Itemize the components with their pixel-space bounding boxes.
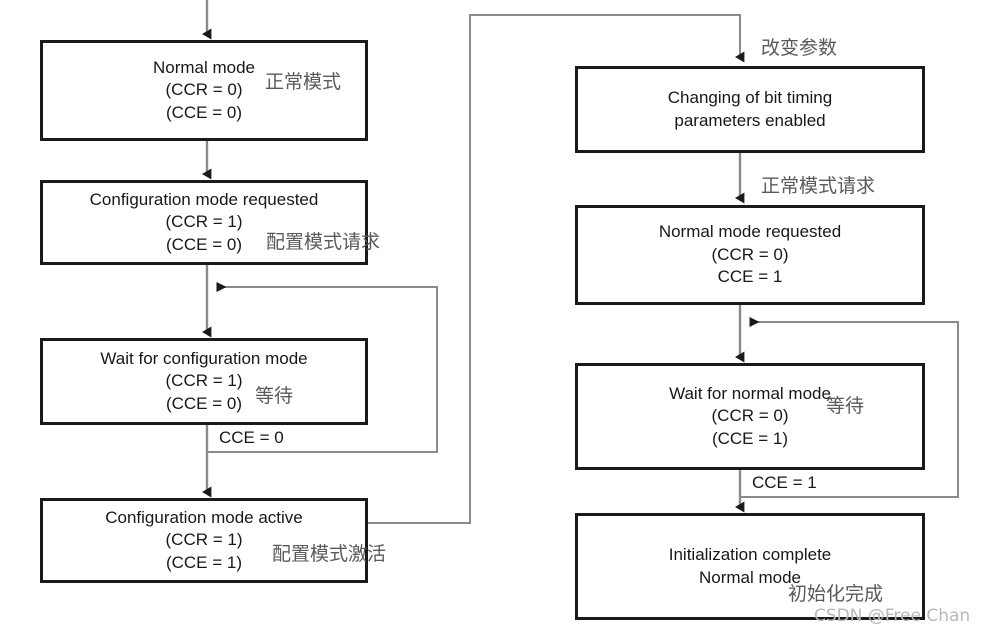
node-line: Wait for configuration mode [100,348,308,368]
edge-label-right-cce1: CCE = 1 [749,473,820,492]
annotation-changing-bit-timing: 改变参数 [761,37,838,59]
annotation-wait-for-normal-mode: 等待 [826,395,865,417]
node-line: (CCR = 1) [165,530,243,550]
node-line: (CCE = 1) [165,552,243,572]
annotation-config-mode-requested: 配置模式请求 [266,231,381,253]
node-line: (CCR = 0) [711,406,789,426]
node-line: Normal mode [698,567,802,587]
annotation-normal-mode-requested: 正常模式请求 [761,175,876,197]
node-config-mode-active[interactable]: Configuration mode active (CCR = 1) (CCE… [40,498,368,583]
node-line: Wait for normal mode [669,383,831,403]
node-initialization-complete[interactable]: Initialization complete Normal mode [575,513,925,620]
node-line: Normal mode requested [658,222,842,242]
node-line: (CCR = 1) [165,371,243,391]
node-line: (CCR = 0) [165,80,243,100]
node-normal-mode-requested[interactable]: Normal mode requested (CCR = 0) CCE = 1 [575,205,925,305]
watermark-text: CSDN @Free Chan [814,606,971,626]
annotation-wait-for-config-mode: 等待 [255,385,294,407]
node-config-mode-requested[interactable]: Configuration mode requested (CCR = 1) (… [40,180,368,265]
annotation-initialization-complete: 初始化完成 [788,583,884,605]
node-wait-for-config-mode[interactable]: Wait for configuration mode (CCR = 1) (C… [40,338,368,425]
node-line: (CCE = 0) [165,393,243,413]
annotation-normal-mode: 正常模式 [265,71,342,93]
node-normal-mode[interactable]: Normal mode (CCR = 0) (CCE = 0) [40,40,368,141]
edge-label-left-cce0: CCE = 0 [216,428,287,447]
node-line: Normal mode [152,57,256,77]
node-line: Changing of bit timing [667,88,833,108]
node-line: (CCE = 1) [711,428,789,448]
node-line: (CCR = 0) [711,244,789,264]
node-changing-bit-timing[interactable]: Changing of bit timing parameters enable… [575,66,925,153]
node-line: (CCE = 0) [165,234,243,254]
node-wait-for-normal-mode[interactable]: Wait for normal mode (CCR = 0) (CCE = 1) [575,363,925,470]
node-line: Configuration mode requested [89,189,319,209]
node-line: Configuration mode active [105,507,303,527]
node-line: CCE = 1 [717,267,783,287]
node-line: (CCR = 1) [165,212,243,232]
node-line: Initialization complete [668,545,832,565]
annotation-config-mode-active: 配置模式激活 [272,543,387,565]
node-line: parameters enabled [674,110,826,130]
node-line: (CCE = 0) [165,102,243,122]
